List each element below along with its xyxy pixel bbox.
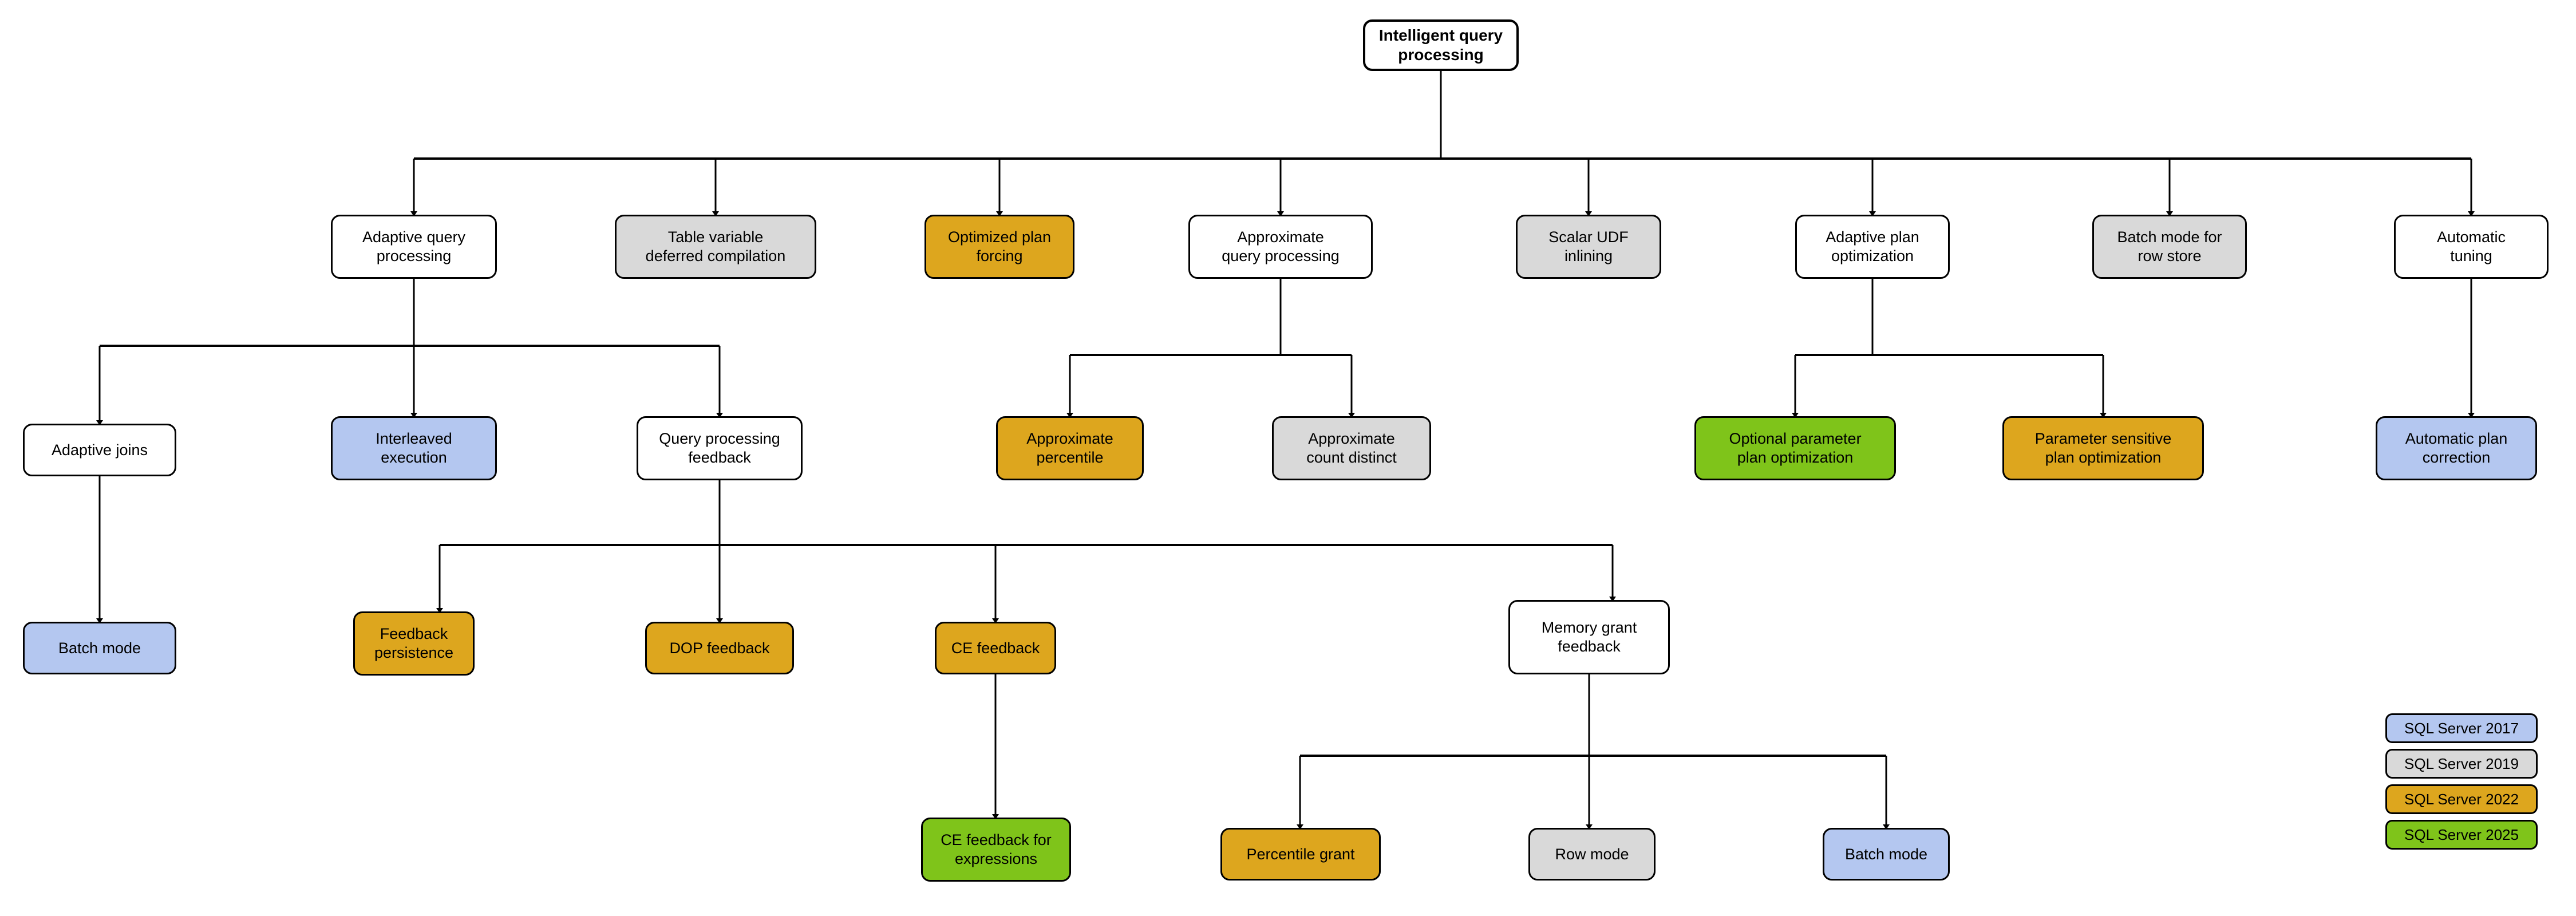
- node-memgrant[interactable]: Memory grant feedback: [1508, 600, 1670, 674]
- node-pspo[interactable]: Parameter sensitive plan optimization: [2002, 416, 2204, 480]
- legend-item-sql-server-2019: SQL Server 2019: [2385, 749, 2538, 779]
- node-batchmode1[interactable]: Batch mode: [23, 622, 176, 674]
- node-root[interactable]: Intelligent query processing: [1363, 19, 1519, 71]
- node-aqp[interactable]: Adaptive query processing: [331, 215, 497, 279]
- node-appcd[interactable]: Approximate count distinct: [1272, 416, 1431, 480]
- node-cefbexpr[interactable]: CE feedback for expressions: [921, 818, 1071, 882]
- legend-item-sql-server-2022: SQL Server 2022: [2385, 784, 2538, 814]
- node-oppo[interactable]: Optional parameter plan optimization: [1694, 416, 1896, 480]
- node-adaptivejoins[interactable]: Adaptive joins: [23, 424, 176, 476]
- node-autotune[interactable]: Automatic tuning: [2394, 215, 2549, 279]
- node-fbpersist[interactable]: Feedback persistence: [353, 611, 475, 676]
- node-batchmode2[interactable]: Batch mode: [1823, 828, 1950, 881]
- node-apppct[interactable]: Approximate percentile: [996, 416, 1144, 480]
- node-sudf[interactable]: Scalar UDF inlining: [1516, 215, 1661, 279]
- node-apo[interactable]: Adaptive plan optimization: [1795, 215, 1950, 279]
- node-dopfb[interactable]: DOP feedback: [645, 622, 794, 674]
- node-tvdc[interactable]: Table variable deferred compilation: [615, 215, 816, 279]
- node-bmrs[interactable]: Batch mode for row store: [2092, 215, 2247, 279]
- node-cefb[interactable]: CE feedback: [935, 622, 1056, 674]
- node-rowmode[interactable]: Row mode: [1528, 828, 1656, 881]
- node-pctgrant[interactable]: Percentile grant: [1220, 828, 1381, 881]
- legend-item-sql-server-2017: SQL Server 2017: [2385, 713, 2538, 743]
- legend-item-sql-server-2025: SQL Server 2025: [2385, 820, 2538, 850]
- node-appqp[interactable]: Approximate query processing: [1188, 215, 1373, 279]
- node-interleaved[interactable]: Interleaved execution: [331, 416, 497, 480]
- node-apc[interactable]: Automatic plan correction: [2376, 416, 2537, 480]
- node-qpfeedback[interactable]: Query processing feedback: [637, 416, 803, 480]
- node-opf[interactable]: Optimized plan forcing: [924, 215, 1074, 279]
